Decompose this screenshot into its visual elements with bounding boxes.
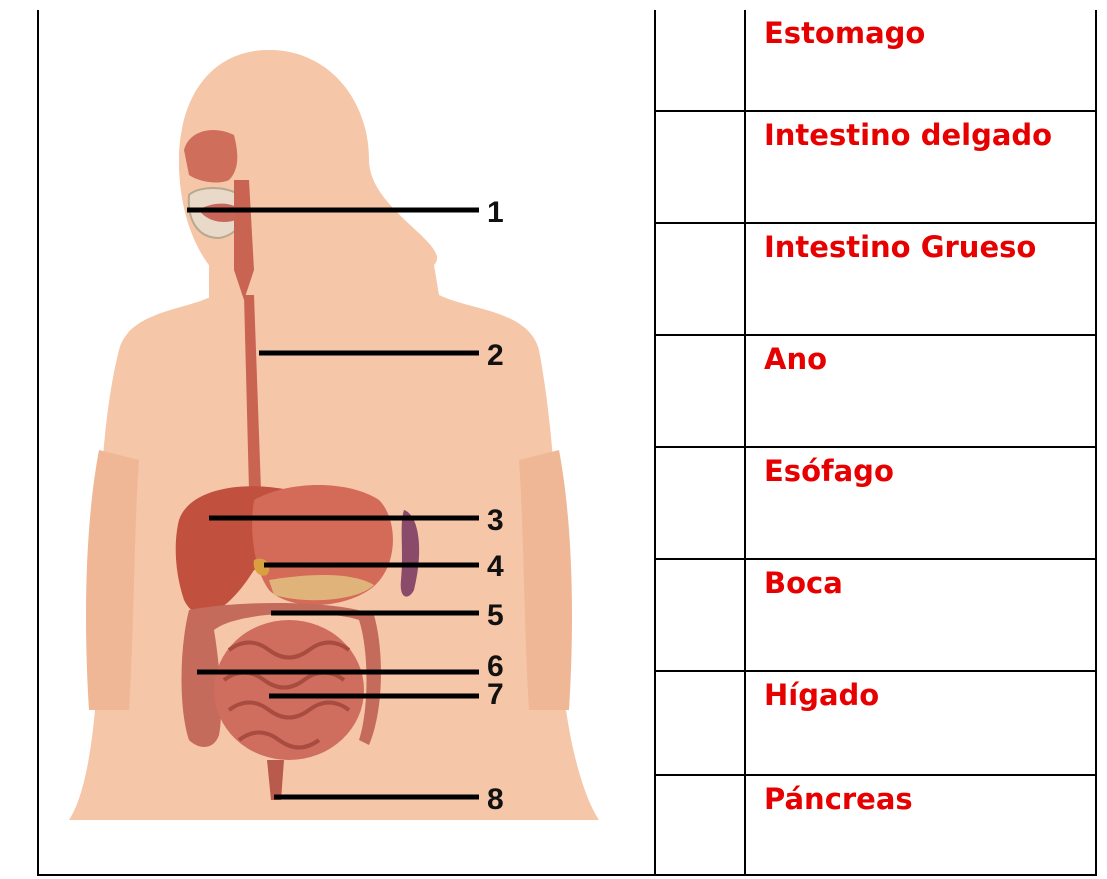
number-answer-cell[interactable]: [656, 672, 746, 782]
number-answer-cell[interactable]: [656, 776, 746, 876]
table-row: Ano: [656, 334, 1095, 446]
organ-label: Estomago: [764, 16, 925, 50]
number-answer-cell[interactable]: [656, 112, 746, 222]
table-row: Boca: [656, 558, 1095, 670]
marker-number-1: 1: [487, 196, 504, 229]
number-answer-cell[interactable]: [656, 224, 746, 334]
table-row: Hígado: [656, 670, 1095, 782]
number-answer-cell[interactable]: [656, 336, 746, 446]
marker-number-7: 7: [487, 678, 504, 711]
number-answer-cell[interactable]: [656, 560, 746, 670]
digestive-system-diagram: 1 2 3 4 5 6 7 8: [37, 10, 656, 876]
organ-matching-table: Estomago Intestino delgado Intestino Gru…: [656, 10, 1097, 876]
organ-label: Esófago: [764, 454, 894, 488]
small-intestine-organ: [214, 620, 364, 760]
table-row: Intestino delgado: [656, 110, 1095, 222]
digestive-system-illustration: 1 2 3 4 5 6 7 8: [39, 10, 654, 876]
organ-label: Intestino Grueso: [764, 230, 1036, 264]
organ-label: Ano: [764, 342, 827, 376]
marker-number-2: 2: [487, 339, 504, 372]
worksheet: 1 2 3 4 5 6 7 8 Estomago Intestino delga…: [0, 10, 1107, 879]
organ-label: Hígado: [764, 678, 879, 712]
number-answer-cell[interactable]: [656, 10, 746, 122]
number-answer-cell[interactable]: [656, 448, 746, 558]
marker-number-3: 3: [487, 504, 504, 537]
table-row: Páncreas: [656, 774, 1095, 876]
organ-label: Intestino delgado: [764, 118, 1052, 152]
organ-label: Páncreas: [764, 782, 913, 816]
table-row: Estomago: [656, 10, 1095, 122]
table-row: Esófago: [656, 446, 1095, 558]
organ-label: Boca: [764, 566, 843, 600]
marker-number-8: 8: [487, 783, 504, 816]
marker-number-4: 4: [487, 550, 504, 583]
marker-number-5: 5: [487, 599, 504, 632]
worksheet-title-strip: [0, 0, 1107, 12]
table-row: Intestino Grueso: [656, 222, 1095, 334]
